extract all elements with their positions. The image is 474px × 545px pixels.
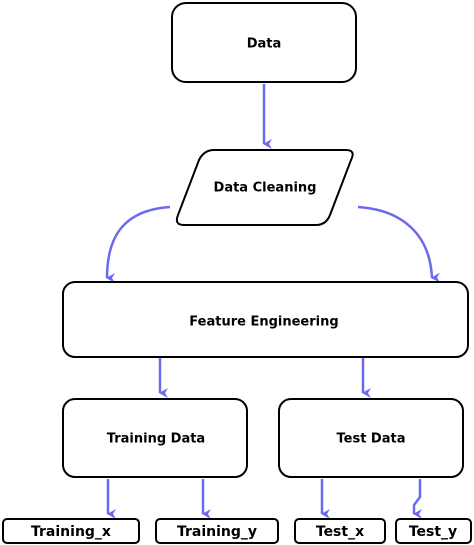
node-data-cleaning-box: [175, 149, 354, 226]
node-data-box: [171, 2, 357, 83]
node-data-cleaning: Data Cleaning: [175, 149, 354, 226]
node-training-data-label: Training Data: [107, 432, 205, 447]
node-test-x: Test_x: [294, 518, 386, 544]
node-training-data: Training Data: [62, 398, 248, 478]
node-feature-engineering-label: Feature Engineering: [189, 315, 338, 330]
node-test-x-label: Test_x: [316, 524, 364, 540]
node-test-x-box: [294, 518, 386, 544]
node-test-data: Test Data: [278, 398, 464, 478]
node-training-x-label: Training_x: [31, 524, 111, 540]
node-training-x: Training_x: [2, 518, 140, 544]
node-data: Data: [171, 2, 357, 83]
node-test-data-box: [278, 398, 464, 478]
edge-test-data-to-test-y: [412, 479, 422, 519]
node-test-data-label: Test Data: [337, 432, 406, 447]
edge-cleaning-to-feature-left: [105, 205, 171, 284]
edge-cleaning-to-feature-right: [357, 205, 441, 283]
node-feature-engineering-box: [62, 281, 469, 358]
node-training-y-label: Training_y: [177, 524, 257, 540]
node-training-x-box: [2, 518, 140, 544]
node-training-y: Training_y: [155, 518, 279, 544]
edges: [105, 84, 441, 519]
node-test-y-label: Test_y: [409, 524, 457, 540]
node-training-data-box: [62, 398, 248, 478]
node-data-cleaning-label: Data Cleaning: [214, 181, 317, 196]
node-test-y: Test_y: [395, 518, 472, 544]
node-test-y-box: [395, 518, 472, 544]
node-data-label: Data: [247, 37, 282, 52]
node-training-y-box: [155, 518, 279, 544]
node-feature-engineering: Feature Engineering: [62, 281, 469, 358]
